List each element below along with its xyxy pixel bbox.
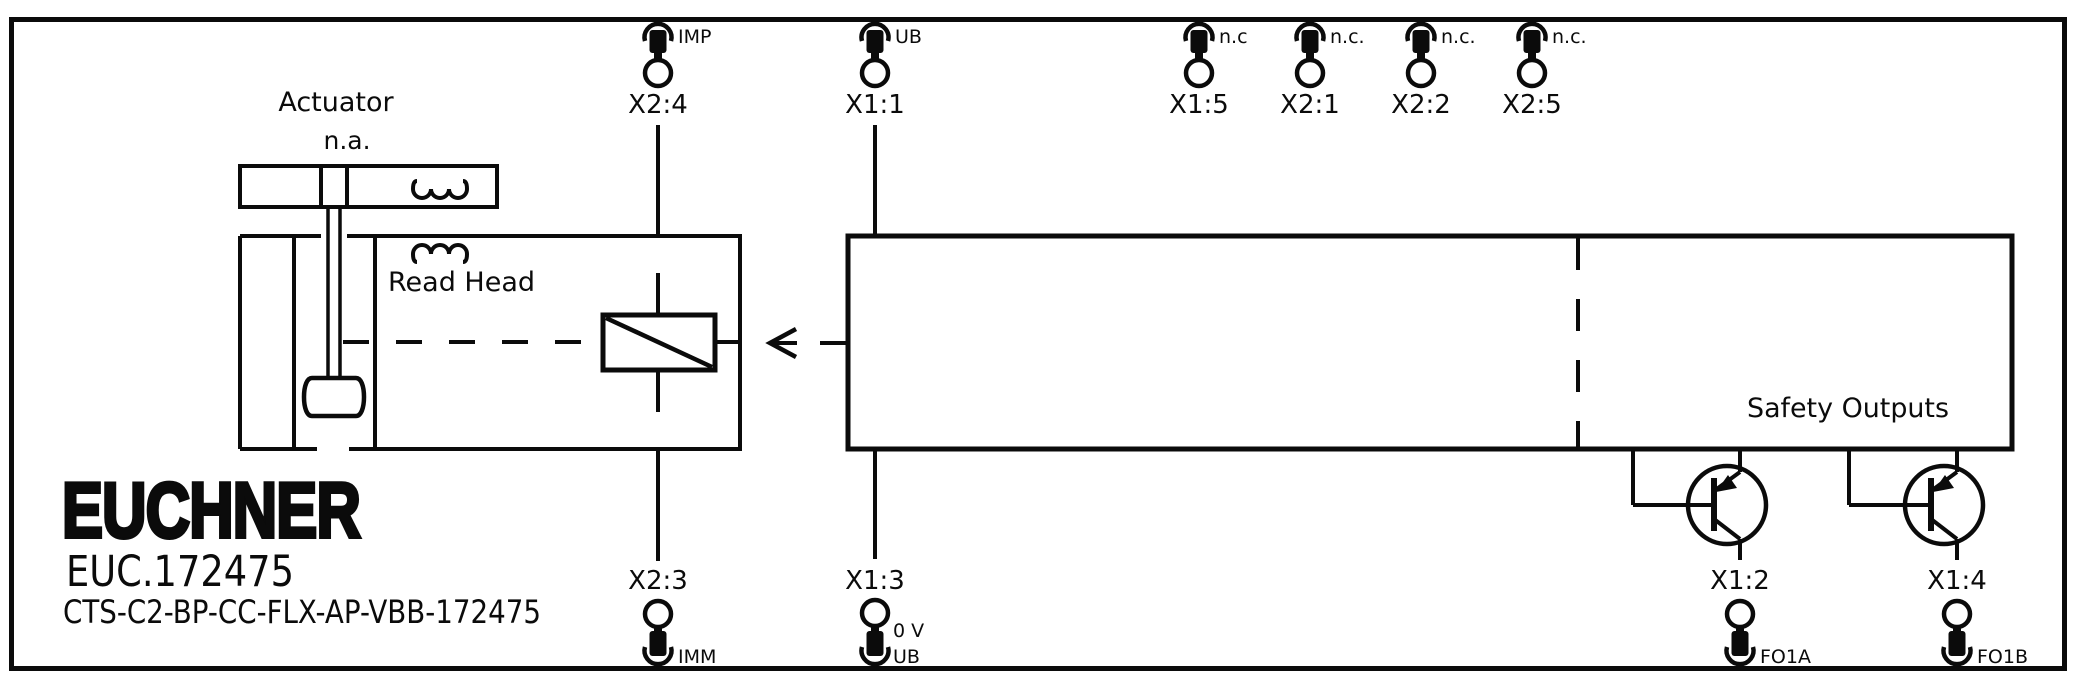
read-head-box: Read Head	[343, 234, 742, 451]
plug-neck	[871, 52, 879, 61]
housing-frame	[238, 234, 375, 451]
plug-neck	[1417, 52, 1425, 61]
port-label: X1:2	[1710, 566, 1770, 596]
connector-x2-5-top: n.c. X2:5	[1502, 21, 1587, 120]
signal-label: FO1A	[1760, 646, 1811, 668]
plug-pin-icon	[1412, 30, 1430, 53]
signal-upper-label: 0 V	[893, 620, 924, 642]
safety-outputs-label: Safety Outputs	[1747, 393, 1949, 424]
plug-neck	[871, 625, 879, 632]
port-label: X2:3	[628, 566, 688, 596]
collector-diagonal	[1712, 517, 1742, 541]
read-head-coil-icon	[410, 243, 470, 264]
emitter-arrow-icon	[1716, 475, 1737, 492]
emitter-arrow-icon	[1933, 475, 1954, 492]
plug-neck	[1953, 626, 1961, 633]
type-code-label: CTS-C2-BP-CC-FLX-AP-VBB-172475	[63, 593, 541, 631]
signal-label: IMM	[678, 646, 716, 668]
plug-pin-icon	[649, 30, 667, 53]
signal-label: IMP	[678, 26, 711, 48]
connector-x1-5-top: n.c X1:5	[1169, 21, 1248, 120]
actuator-state-label: n.a.	[323, 126, 370, 155]
connector-x1-3-bottom: X1:3 0 V UB	[845, 449, 924, 668]
connector-x2-2-top: n.c. X2:2	[1391, 21, 1476, 120]
signal-label: n.c.	[1330, 26, 1365, 48]
plug-pin-icon	[1948, 631, 1966, 656]
plug-arc-icon	[1516, 21, 1548, 42]
plug-pin-icon	[1523, 30, 1541, 53]
socket-circle-icon	[1183, 57, 1215, 89]
plug-arc-icon	[642, 646, 674, 667]
actuator-ball-icon	[301, 375, 367, 419]
branding-block: EUCHNER EUC.172475 CTS-C2-BP-CC-FLX-AP-V…	[60, 464, 541, 631]
evaluation-unit-box: Safety Outputs	[845, 233, 2015, 452]
plug-arc-icon	[642, 21, 674, 42]
relay-symbol	[600, 273, 740, 412]
signal-label: FO1B	[1977, 646, 2028, 668]
collector-diagonal	[1929, 517, 1959, 541]
socket-circle-icon	[642, 598, 674, 630]
actuator-assembly: Actuator n.a.	[238, 87, 499, 419]
plug-arc-icon	[859, 21, 891, 42]
socket-circle-icon	[859, 597, 891, 629]
signal-label: UB	[895, 26, 922, 48]
plug-neck	[1736, 626, 1744, 633]
plug-arc-icon	[1294, 21, 1326, 42]
euchner-logo: EUCHNER	[62, 466, 360, 554]
plug-neck	[654, 52, 662, 61]
plug-neck	[1306, 52, 1314, 61]
plug-neck	[1528, 52, 1536, 61]
transistor-fo1a	[1631, 449, 1769, 560]
evaluation-unit-outline	[845, 233, 2015, 452]
plug-arc-icon	[1941, 646, 1973, 667]
plug-pin-icon	[1301, 30, 1319, 53]
plug-arc-icon	[1405, 21, 1437, 42]
signal-arrow	[765, 327, 848, 359]
device-id-label: EUC.172475	[66, 547, 294, 597]
plug-pin-icon	[1731, 631, 1749, 656]
plug-pin-icon	[649, 631, 667, 656]
socket-circle-icon	[859, 57, 891, 89]
plug-arc-icon	[1183, 21, 1215, 42]
port-label: X2:5	[1502, 90, 1562, 120]
connector-x2-3-bottom: X2:3 IMM	[628, 449, 716, 668]
relay-diagonal	[605, 315, 713, 370]
actuator-bar	[238, 164, 499, 209]
socket-circle-icon	[1294, 57, 1326, 89]
actuator-coil-icon	[410, 179, 470, 200]
connector-x2-1-top: n.c. X2:1	[1280, 21, 1365, 120]
plug-pin-icon	[1190, 30, 1208, 53]
plug-neck	[1195, 52, 1203, 61]
connector-x1-1-top: UB X1:1	[845, 21, 922, 236]
plug-arc-icon	[859, 646, 891, 667]
actuator-label: Actuator	[278, 87, 394, 118]
signal-label: UB	[893, 646, 920, 668]
plug-arc-icon	[1724, 646, 1756, 667]
port-label: X2:1	[1280, 90, 1340, 120]
plug-pin-icon	[866, 30, 884, 53]
port-label: X1:4	[1927, 566, 1987, 596]
connector-x2-4-top: IMP X2:4	[628, 21, 711, 236]
transistor-fo1b	[1847, 449, 1986, 560]
socket-circle-icon	[1405, 57, 1437, 89]
read-head-label: Read Head	[388, 267, 535, 298]
connector-x1-4-bottom: X1:4 FO1B	[1927, 566, 2028, 668]
plug-neck	[654, 626, 662, 633]
connector-x1-2-bottom: X1:2 FO1A	[1710, 566, 1811, 668]
port-label: X2:4	[628, 90, 688, 120]
signal-label: n.c	[1219, 26, 1248, 48]
signal-label: n.c.	[1552, 26, 1587, 48]
socket-circle-icon	[642, 57, 674, 89]
port-label: X1:5	[1169, 90, 1229, 120]
port-label: X1:3	[845, 566, 905, 596]
signal-label: n.c.	[1441, 26, 1476, 48]
port-label: X2:2	[1391, 90, 1451, 120]
socket-circle-icon	[1724, 598, 1756, 630]
socket-circle-icon	[1941, 598, 1973, 630]
socket-circle-icon	[1516, 57, 1548, 89]
plug-pin-icon	[866, 631, 884, 656]
port-label: X1:1	[845, 90, 905, 120]
